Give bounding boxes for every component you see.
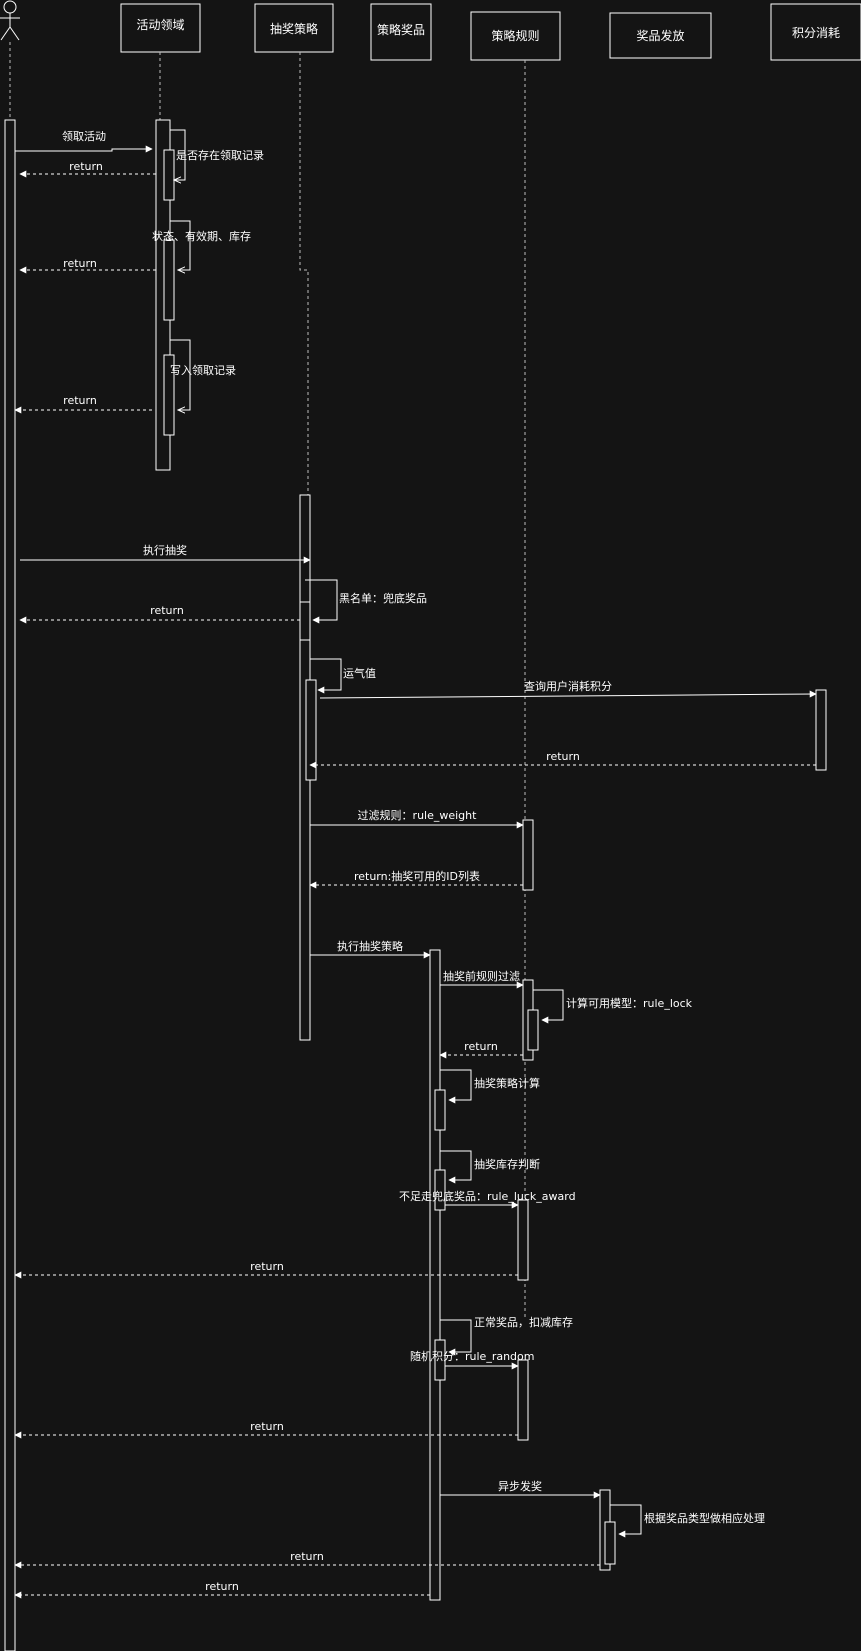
return-message-1: return xyxy=(19,160,156,178)
svg-text:return:抽奖可用的ID列表: return:抽奖可用的ID列表 xyxy=(354,869,480,883)
self-message-check-record: 是否存在领取记录 xyxy=(170,129,264,180)
svg-text:return: return xyxy=(63,257,97,270)
message-claim-activity: 领取活动 xyxy=(15,130,153,153)
actor-activation xyxy=(4,119,16,1651)
svg-text:查询用户消耗积分: 查询用户消耗积分 xyxy=(524,679,612,693)
activation-points xyxy=(815,689,827,771)
participant-label: 策略规则 xyxy=(491,28,539,43)
svg-text:执行抽奖策略: 执行抽奖策略 xyxy=(337,939,403,953)
svg-text:异步发奖: 异步发奖 xyxy=(498,1479,542,1493)
self-message-rule-lock: 计算可用模型：rule_lock xyxy=(533,989,693,1024)
self-message-stock-check: 抽奖库存判断 xyxy=(440,1150,540,1184)
svg-text:写入领取记录: 写入领取记录 xyxy=(170,364,236,377)
self-message-handle-by-type: 根据奖品类型做相应处理 xyxy=(610,1504,765,1538)
participant-activity: 活动领域 xyxy=(120,3,201,53)
svg-text:return: return xyxy=(290,1550,324,1563)
svg-text:领取活动: 领取活动 xyxy=(62,130,106,143)
message-pre-filter: 抽奖前规则过滤 xyxy=(440,969,524,989)
activation-activity-1 xyxy=(163,149,175,201)
svg-text:计算可用模型：rule_lock: 计算可用模型：rule_lock xyxy=(566,996,693,1010)
participant-label: 奖品发放 xyxy=(636,28,684,43)
self-message-status-check: 状态、有效期、库存 xyxy=(152,220,251,270)
activation-activity-2 xyxy=(163,239,175,321)
self-message-write-record: 写入领取记录 xyxy=(170,339,236,410)
participant-label: 抽奖策略 xyxy=(270,21,318,36)
svg-text:return: return xyxy=(150,604,184,617)
svg-text:不足走兜底奖品：rule_luck_award: 不足走兜底奖品：rule_luck_award xyxy=(399,1189,576,1203)
activation-activity-3 xyxy=(163,354,175,436)
participant-label: 活动领域 xyxy=(136,18,184,32)
participant-label: 策略奖品 xyxy=(377,22,425,37)
activation-rule-random xyxy=(517,1359,529,1441)
activation-rule-luck-award xyxy=(517,1199,529,1281)
message-query-points: 查询用户消耗积分 xyxy=(319,679,817,699)
activation-dispatch-inner xyxy=(604,1521,616,1565)
svg-text:状态、有效期、库存: 状态、有效期、库存 xyxy=(152,229,251,243)
message-execute-draw: 执行抽奖 xyxy=(20,543,311,564)
svg-text:return: return xyxy=(205,1580,239,1593)
actor-stick-figure-icon xyxy=(0,0,20,41)
activation-strategy-luck xyxy=(305,679,317,781)
lifeline-strategy xyxy=(299,52,309,495)
activation-rule-lock xyxy=(527,1009,539,1051)
self-message-strategy-calc: 抽奖策略计算 xyxy=(440,1069,540,1104)
return-message-7: return xyxy=(14,1260,518,1279)
svg-text:正常奖品，扣减库存: 正常奖品，扣减库存 xyxy=(474,1315,573,1329)
message-async-dispatch: 异步发奖 xyxy=(440,1479,601,1499)
activation-award-stock xyxy=(434,1169,446,1211)
message-rule-random: 随机积分：rule_random xyxy=(410,1349,534,1370)
svg-text:运气值: 运气值 xyxy=(343,666,376,680)
svg-text:return: return xyxy=(250,1260,284,1273)
svg-text:是否存在领取记录: 是否存在领取记录 xyxy=(176,148,264,162)
svg-text:黑名单：兜底奖品: 黑名单：兜底奖品 xyxy=(339,591,427,605)
svg-text:return: return xyxy=(546,750,580,763)
participant-dispatch: 奖品发放 xyxy=(609,12,712,59)
return-message-3: return xyxy=(14,394,152,414)
return-message-5: return xyxy=(309,750,816,769)
return-message-10: return xyxy=(14,1580,430,1599)
self-message-normal-award: 正常奖品，扣减库存 xyxy=(440,1315,573,1356)
participant-label: 积分消耗 xyxy=(792,26,840,40)
participant-rule: 策略规则 xyxy=(470,11,561,61)
svg-text:抽奖前规则过滤: 抽奖前规则过滤 xyxy=(443,969,520,983)
return-message-8: return xyxy=(14,1420,518,1439)
return-message-available-ids: return:抽奖可用的ID列表 xyxy=(309,869,523,889)
svg-text:执行抽奖: 执行抽奖 xyxy=(143,543,187,557)
svg-text:return: return xyxy=(69,160,103,173)
activation-rule-weight xyxy=(522,819,534,891)
svg-text:return: return xyxy=(250,1420,284,1433)
message-rule-luck-award: 不足走兜底奖品：rule_luck_award xyxy=(399,1189,576,1209)
svg-text:抽奖策略计算: 抽奖策略计算 xyxy=(474,1076,540,1090)
message-execute-strategy: 执行抽奖策略 xyxy=(310,939,431,959)
return-message-9: return xyxy=(14,1550,600,1569)
svg-text:抽奖库存判断: 抽奖库存判断 xyxy=(474,1157,540,1171)
svg-text:过滤规则：rule_weight: 过滤规则：rule_weight xyxy=(358,808,478,822)
self-message-blacklist: 黑名单：兜底奖品 xyxy=(305,579,427,624)
svg-text:随机积分：rule_random: 随机积分：rule_random xyxy=(410,1349,534,1363)
self-message-luck-value: 运气值 xyxy=(310,658,376,694)
participant-strategy: 抽奖策略 xyxy=(254,3,334,53)
return-message-4: return xyxy=(19,604,300,624)
participant-points: 积分消耗 xyxy=(770,3,861,61)
return-message-2: return xyxy=(19,257,156,274)
participant-award: 策略奖品 xyxy=(370,3,432,61)
message-filter-rule-weight: 过滤规则：rule_weight xyxy=(310,808,524,829)
svg-text:根据奖品类型做相应处理: 根据奖品类型做相应处理 xyxy=(644,1511,765,1525)
return-message-6: return xyxy=(439,1040,523,1059)
activation-award-calc xyxy=(434,1089,446,1131)
svg-text:return: return xyxy=(464,1040,498,1053)
svg-text:return: return xyxy=(63,394,97,407)
activation-award-normal xyxy=(434,1339,446,1381)
activation-strategy-blacklist xyxy=(299,601,311,641)
